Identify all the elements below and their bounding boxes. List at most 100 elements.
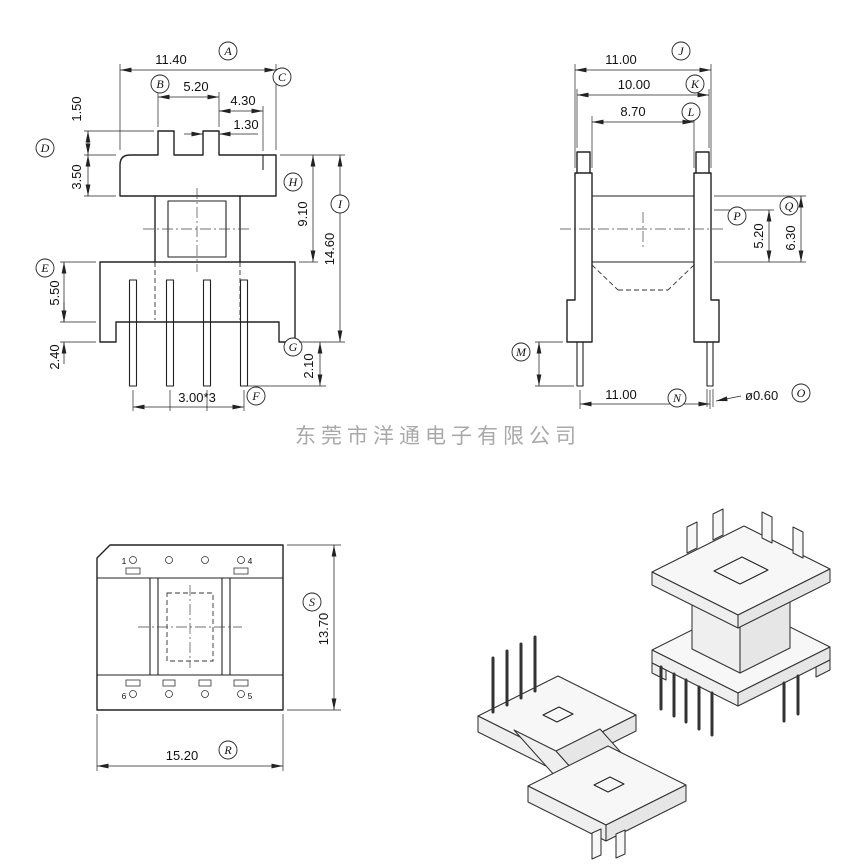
pin-3 (202, 279, 212, 387)
balloon-q (779, 196, 799, 216)
core-hole (713, 556, 769, 585)
dim-post-width: 1.30 (184, 117, 259, 137)
dim-foot-height: 2.40 (47, 302, 96, 370)
base-flange-outline (99, 261, 296, 343)
balloon-g-label: G (289, 340, 298, 354)
terminal-pad (233, 679, 249, 687)
top-flange-right-face (737, 568, 831, 629)
balloon-e-label: E (40, 261, 49, 275)
iso-view-upper (651, 508, 831, 737)
left-clip-tab (576, 151, 591, 174)
balloon-l-label: L (687, 105, 695, 119)
mount-foot (815, 659, 831, 678)
dim-overall-depth: 13.70 S (287, 544, 341, 711)
balloon-e: E (35, 258, 55, 278)
pin-number-1: 1 (122, 556, 127, 566)
dim-pin-diameter: ø0.60 O (706, 383, 811, 407)
dim-value: 6.30 (783, 225, 798, 250)
pin-hole (201, 556, 209, 564)
balloon-a-label: A (223, 44, 232, 58)
dim-value: 10.00 (618, 77, 651, 92)
balloon-p (727, 206, 747, 226)
balloon-circle (35, 258, 55, 278)
balloon-j-label: J (678, 44, 684, 58)
pin-hole (237, 556, 245, 564)
dim-value: 11.00 (605, 387, 637, 402)
body-outline (96, 544, 284, 711)
dim-post-height: 1.50 (69, 96, 154, 156)
balloon-p-label: P (732, 209, 741, 223)
left-pin (576, 342, 584, 387)
balloon-o (791, 383, 811, 403)
balloon-circle (35, 138, 55, 158)
right-pin (706, 342, 714, 387)
dim-flange-width: 10.00 K (576, 74, 710, 148)
dim-pin-tail: 2.10 G (248, 337, 326, 387)
core-hole (542, 706, 574, 723)
clip-prong (712, 508, 724, 541)
clip-prong (591, 828, 602, 860)
pin-number-4: 4 (248, 556, 253, 566)
core-hole (593, 776, 625, 793)
dim-pin-pitch: 3.00*3 F (132, 386, 266, 411)
balloon-f-label: F (251, 389, 260, 403)
dim-value: 9.10 (295, 201, 310, 226)
pin-hole (129, 556, 137, 564)
dim-overall-height: 14.60 I (299, 155, 350, 343)
terminal-pad (162, 679, 176, 687)
balloon-n-label: N (672, 391, 682, 405)
balloon-m (511, 342, 531, 362)
balloon-s (302, 592, 322, 612)
dim-value: 2.10 (301, 353, 316, 378)
dim-overall-width: 11.00 J (574, 41, 712, 168)
dim-value: 1.50 (69, 96, 84, 121)
balloon-f (246, 386, 266, 406)
dim-value: ø0.60 (745, 388, 778, 403)
terminal-pad (233, 567, 249, 575)
leader-line (715, 395, 742, 402)
dim-window-depth: 5.20 P (714, 206, 806, 263)
balloon-s-label: S (309, 595, 315, 609)
dim-right-offset: 4.30 C (219, 67, 292, 151)
left-flange-plate (566, 172, 593, 343)
balloon-b-label: B (156, 77, 164, 91)
dim-value: 5.20 (183, 79, 208, 94)
balloon-d-label: D (40, 141, 50, 155)
pin-number-6: 6 (122, 691, 127, 701)
terminal-pad (125, 567, 141, 575)
dim-value: 2.40 (47, 344, 62, 369)
balloon-k-label: K (690, 77, 700, 91)
side-view: 11.00 J 10.00 K 8.70 L 5.20 P (511, 41, 811, 409)
right-flange-plate (693, 172, 720, 343)
balloon-d: D (35, 138, 55, 158)
hidden-base-left (591, 264, 619, 291)
terminal-pad (125, 679, 141, 687)
balloon-i (330, 194, 350, 214)
dim-value: 3.00*3 (178, 390, 216, 405)
balloon-h-label: H (288, 175, 299, 189)
dim-value: 5.20 (751, 223, 766, 248)
balloon-h (283, 172, 303, 192)
dim-value: 11.40 (155, 52, 187, 67)
balloon-l (681, 102, 701, 122)
pin-hole (201, 690, 209, 698)
dim-cavity-depth: 6.30 Q (714, 195, 806, 262)
end-flange-right-face (605, 784, 687, 842)
pin-2 (165, 279, 175, 387)
balloon-c-label: C (278, 70, 287, 84)
front-view: 11.40 A B 5.20 4.30 C 1.30 (35, 41, 350, 411)
side-view-outline (560, 151, 726, 387)
dim-value: 1.30 (233, 117, 258, 132)
clip-prong (761, 511, 773, 544)
dim-window-height: 9.10 H (280, 154, 345, 263)
pin-hole (129, 690, 137, 698)
clip-prong (615, 829, 626, 859)
right-clip-tab (695, 151, 710, 174)
balloon-n (667, 388, 687, 408)
dim-value: 11.00 (605, 52, 637, 67)
dim-value: 15.20 (166, 748, 199, 763)
dim-overall-length: 15.20 R (96, 714, 284, 771)
pin-hole (165, 690, 173, 698)
